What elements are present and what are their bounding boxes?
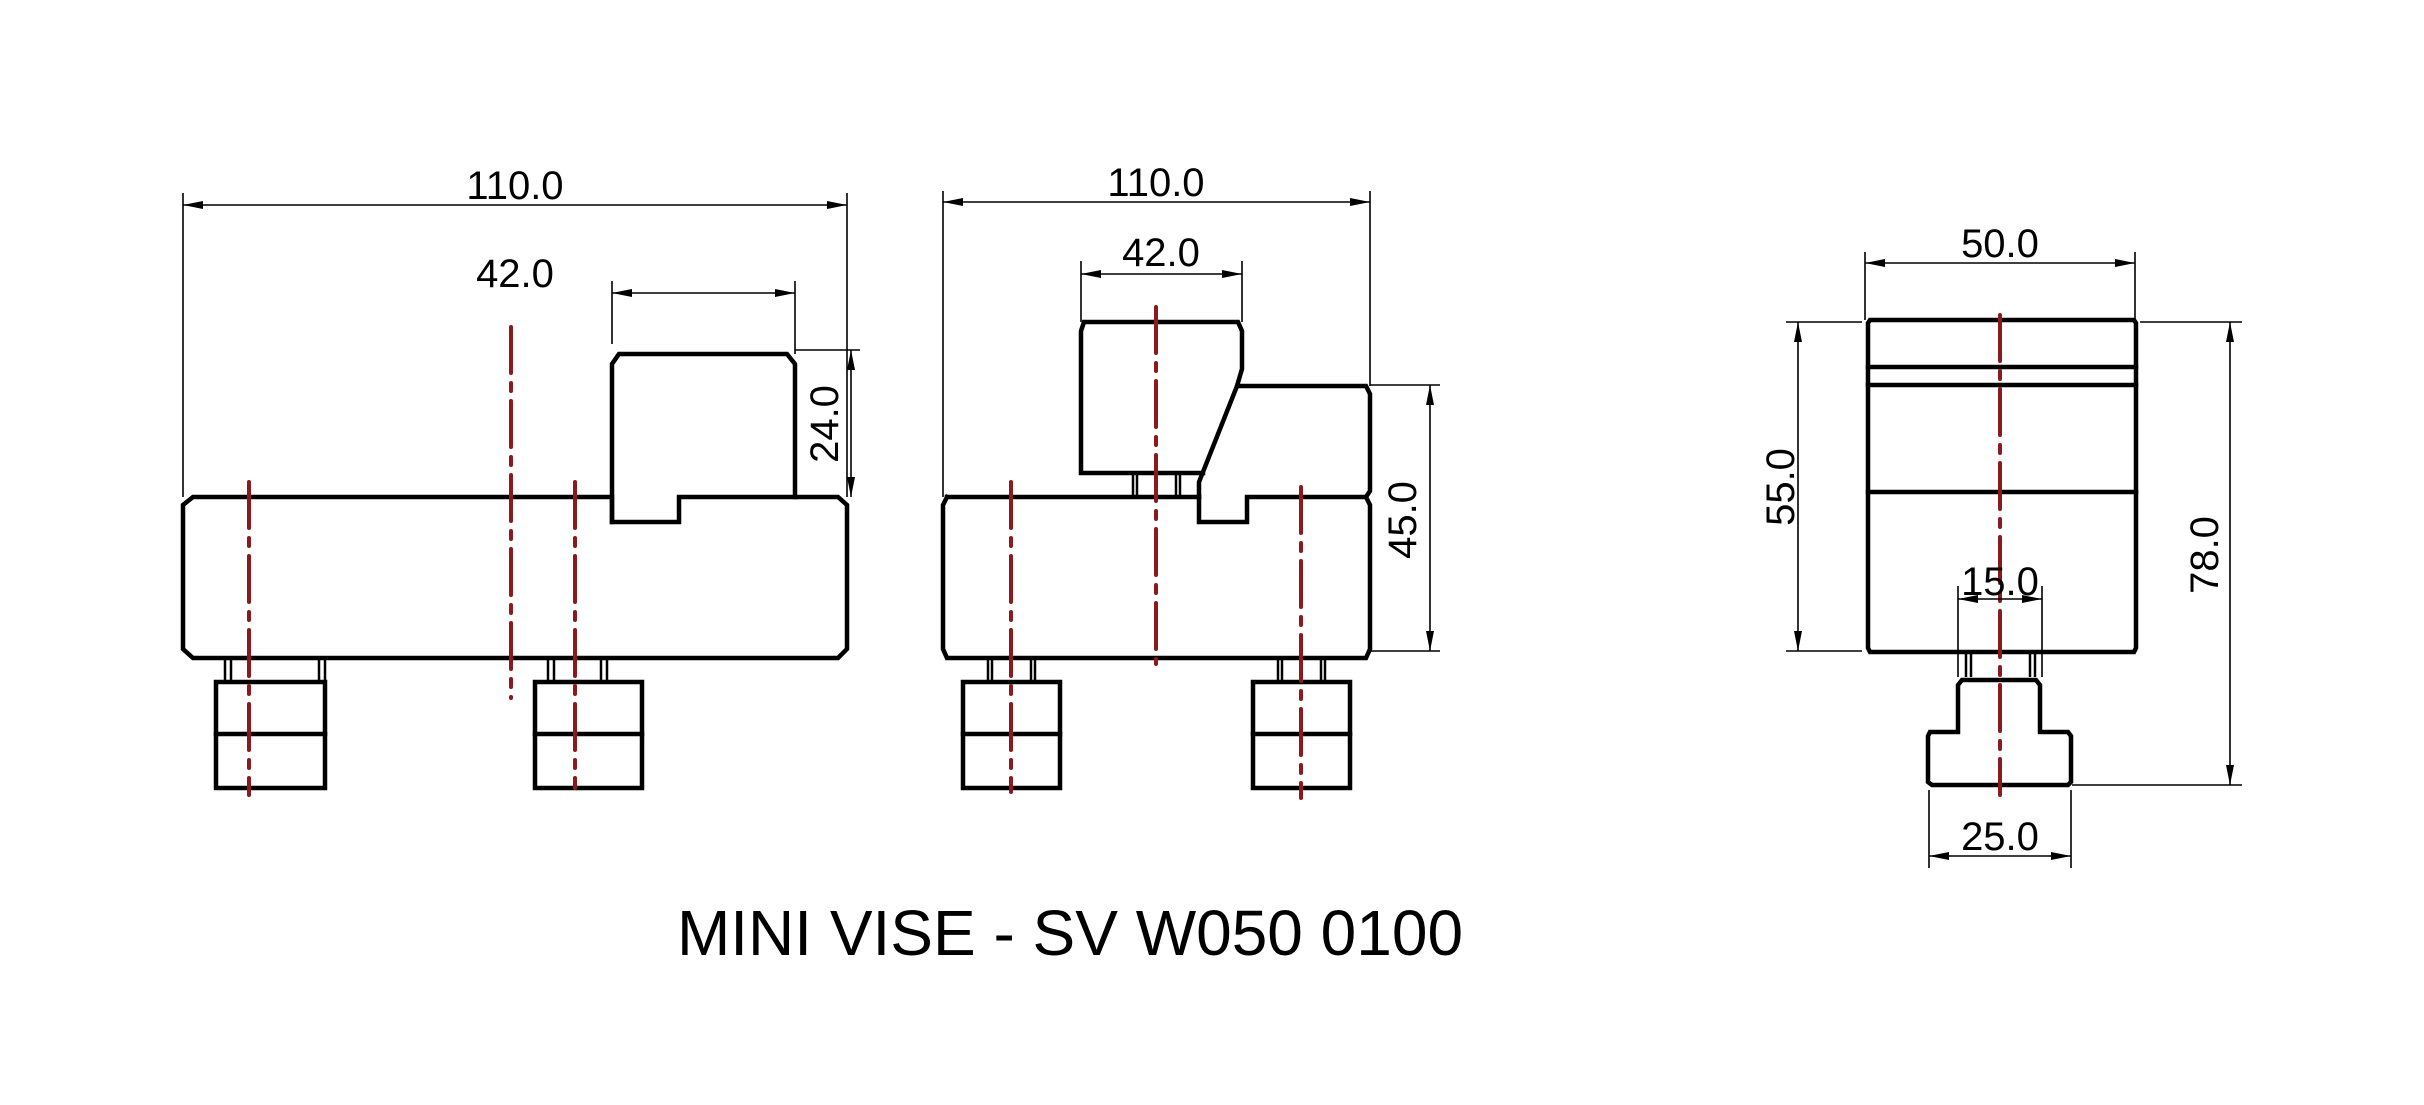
- jaw-outline: [609, 351, 798, 525]
- dim-tslot-neck: 15.0: [1961, 560, 2039, 604]
- dim-width: 50.0: [1961, 222, 2039, 266]
- base-body-outline: [940, 493, 1373, 661]
- t-slot-nut-outline: [1925, 677, 2074, 788]
- front-view-right: 110.0 42.0 45.0: [940, 161, 1440, 800]
- dim-tslot-base: 25.0: [1961, 815, 2039, 859]
- dim-overall-length: 110.0: [466, 164, 563, 208]
- front-view-left: 110.0 42.0 24.0: [180, 164, 860, 797]
- dim-height: 55.0: [1759, 448, 1803, 526]
- dim-jaw-height: 24.0: [803, 385, 847, 463]
- side-body-outline: [1865, 317, 2139, 655]
- side-view: 50.0 55.0 78.0 15.0 25.0: [1759, 222, 2242, 868]
- dim-body-height: 45.0: [1381, 481, 1425, 559]
- jaw-outline: [1078, 319, 1245, 476]
- fixed-jaw-outline: [1196, 383, 1373, 501]
- dim-jaw-width: 42.0: [476, 252, 554, 296]
- dim-total-height: 78.0: [2183, 516, 2227, 594]
- dim-jaw-width: 42.0: [1122, 231, 1200, 275]
- base-body-outline: [180, 494, 850, 661]
- dim-overall-length: 110.0: [1107, 161, 1204, 205]
- mount-pins: [223, 658, 609, 682]
- drawing-title: MINI VISE - SV W050 0100: [677, 897, 1463, 969]
